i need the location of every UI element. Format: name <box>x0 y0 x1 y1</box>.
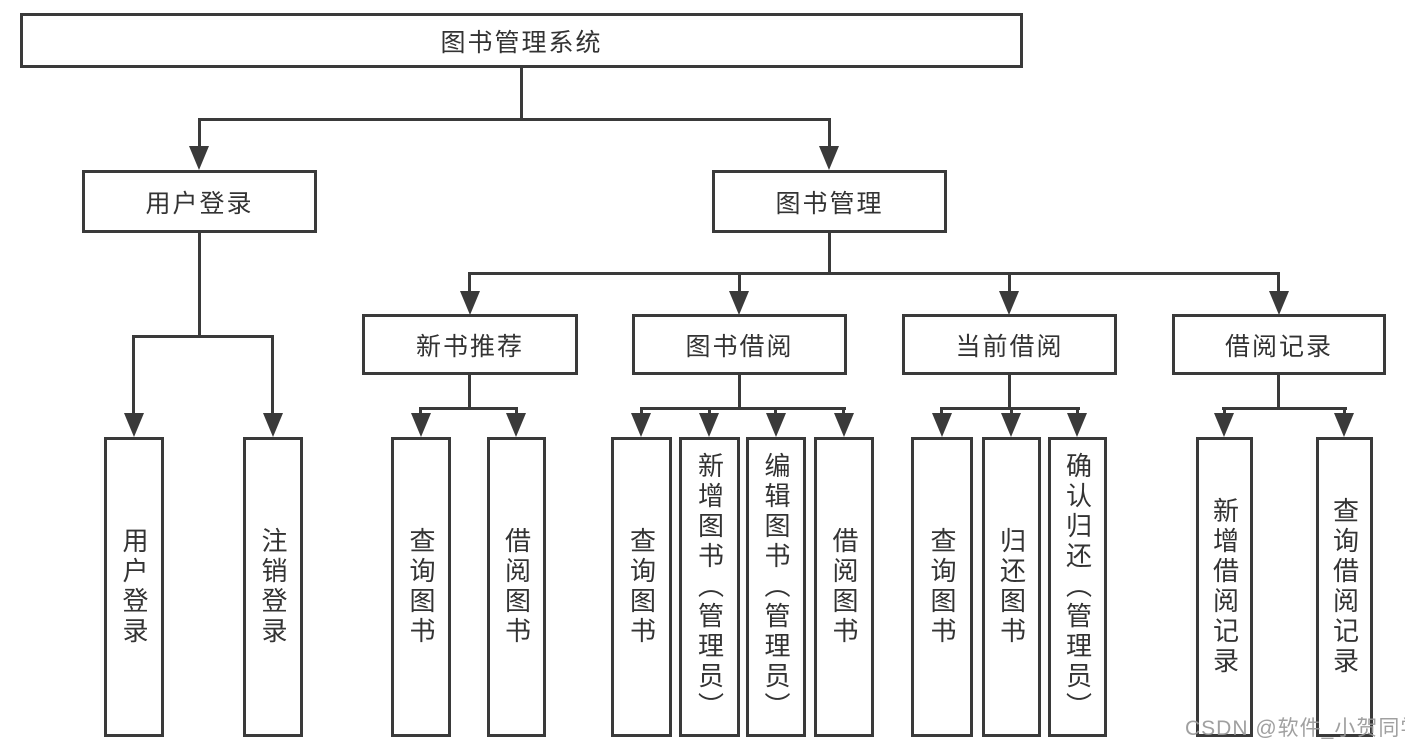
connector-line <box>520 68 523 118</box>
leaf-br-query-record: 查询借阅记录 <box>1316 437 1373 737</box>
arrow-down-icon <box>766 413 786 437</box>
connector-line <box>738 272 741 295</box>
leaf-user-login: 用户登录 <box>104 437 164 737</box>
connector-line <box>419 407 422 415</box>
node-current-borrowing: 当前借阅 <box>902 314 1117 375</box>
connector-line <box>1010 407 1013 415</box>
arrow-down-icon <box>999 291 1019 315</box>
connector-line <box>515 407 518 415</box>
connector-line <box>1343 407 1346 415</box>
arrow-down-icon <box>932 413 952 437</box>
connector-line <box>468 272 1280 275</box>
arrow-down-icon <box>189 146 209 170</box>
arrow-down-icon <box>1334 413 1354 437</box>
arrow-down-icon <box>1214 413 1234 437</box>
connector-line <box>842 407 845 415</box>
node-book-borrowing: 图书借阅 <box>632 314 847 375</box>
connector-line <box>940 407 943 415</box>
node-borrow-records: 借阅记录 <box>1172 314 1386 375</box>
node-library-management-system: 图书管理系统 <box>20 13 1023 68</box>
connector-line <box>132 335 274 338</box>
connector-line <box>774 407 777 415</box>
node-new-book-recommend: 新书推荐 <box>362 314 578 375</box>
connector-line <box>198 233 201 335</box>
leaf-cb-query-books: 查询图书 <box>911 437 973 737</box>
connector-line <box>828 118 831 148</box>
arrow-down-icon <box>631 413 651 437</box>
arrow-down-icon <box>460 291 480 315</box>
connector-line <box>640 407 846 410</box>
leaf-bb-add-books-admin: 新增图书（管理员） <box>679 437 740 737</box>
connector-line <box>1277 272 1280 295</box>
node-user-login: 用户登录 <box>82 170 317 233</box>
connector-line <box>640 407 643 415</box>
connector-line <box>1076 407 1079 415</box>
arrow-down-icon <box>506 413 526 437</box>
connector-line <box>198 118 201 148</box>
leaf-bb-edit-books-admin: 编辑图书（管理员） <box>746 437 806 737</box>
arrow-down-icon <box>263 413 283 437</box>
leaf-br-add-record: 新增借阅记录 <box>1196 437 1253 737</box>
arrow-down-icon <box>834 413 854 437</box>
node-book-management: 图书管理 <box>712 170 947 233</box>
leaf-bb-query-books: 查询图书 <box>611 437 672 737</box>
arrow-down-icon <box>819 146 839 170</box>
connector-line <box>132 335 135 415</box>
connector-line <box>271 335 274 415</box>
arrow-down-icon <box>729 291 749 315</box>
connector-line <box>419 407 518 410</box>
connector-line <box>468 375 471 407</box>
arrow-down-icon <box>1001 413 1021 437</box>
leaf-nb-query-books: 查询图书 <box>391 437 451 737</box>
arrow-down-icon <box>411 413 431 437</box>
connector-line <box>738 375 741 407</box>
connector-line <box>1008 375 1011 407</box>
connector-line <box>468 272 471 295</box>
watermark: CSDN @软件_小贺同学 <box>1185 717 1405 740</box>
leaf-nb-borrow-books: 借阅图书 <box>487 437 546 737</box>
arrow-down-icon <box>699 413 719 437</box>
leaf-cb-confirm-return-admin: 确认归还（管理员） <box>1048 437 1107 737</box>
leaf-cb-return-books: 归还图书 <box>982 437 1041 737</box>
connector-line <box>1277 375 1280 407</box>
connector-line <box>1223 407 1226 415</box>
connector-line <box>828 233 831 274</box>
connector-line <box>198 118 831 121</box>
leaf-logout: 注销登录 <box>243 437 303 737</box>
arrow-down-icon <box>124 413 144 437</box>
arrow-down-icon <box>1269 291 1289 315</box>
arrow-down-icon <box>1067 413 1087 437</box>
leaf-bb-borrow-books: 借阅图书 <box>814 437 874 737</box>
connector-line <box>708 407 711 415</box>
connector-line <box>1008 272 1011 295</box>
connector-line <box>1222 407 1347 410</box>
